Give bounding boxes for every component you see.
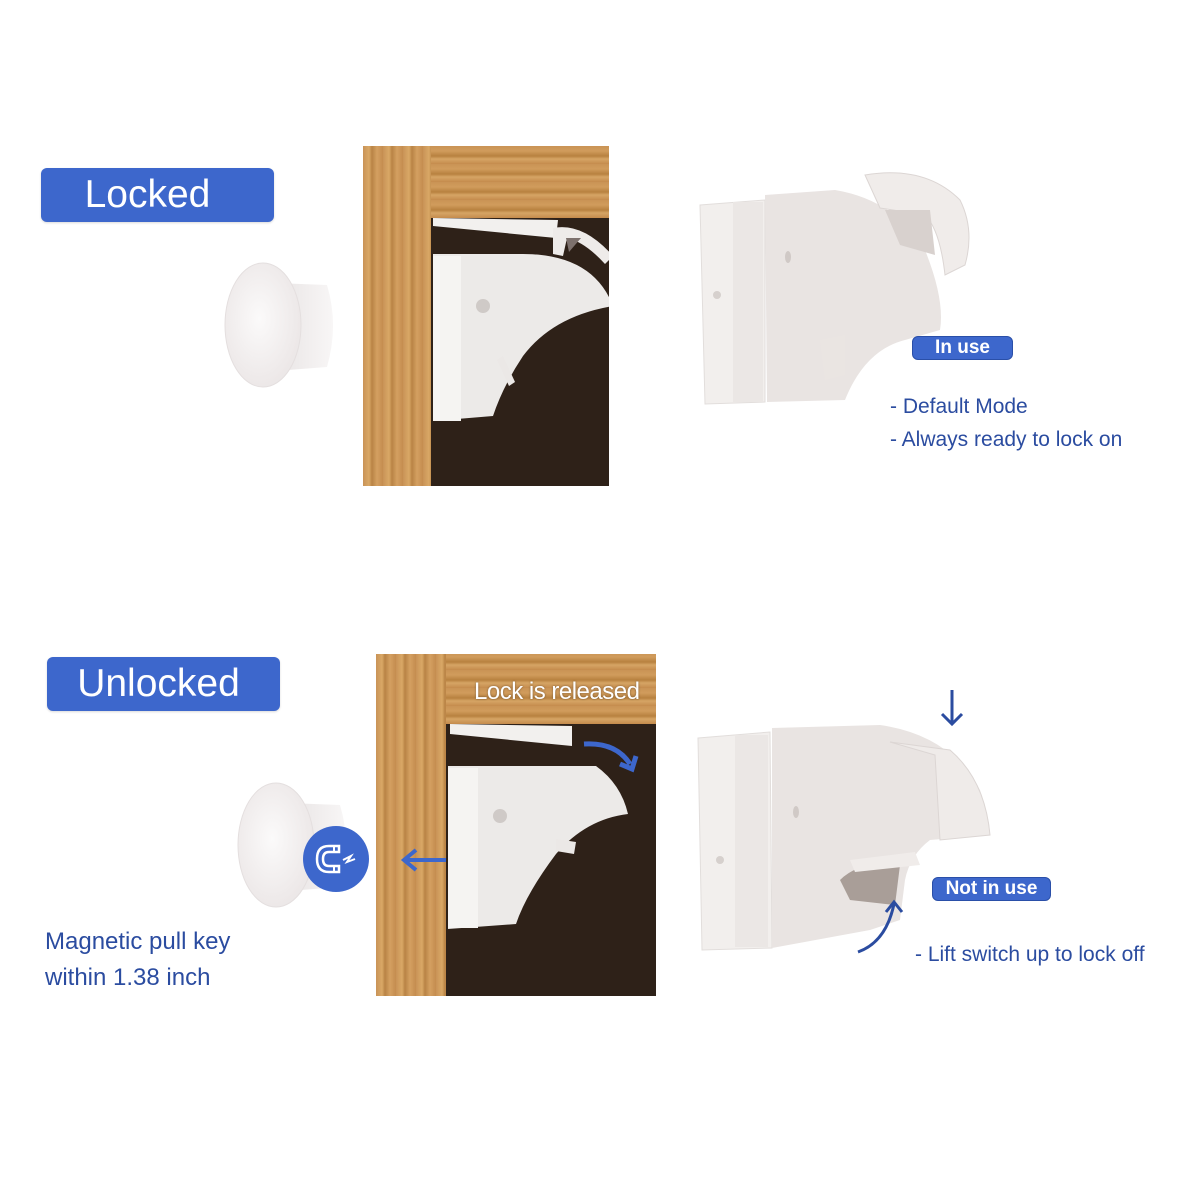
locked-label-text: Locked (84, 173, 211, 216)
in-use-tag-text: In use (935, 337, 990, 358)
key-caption-line2: within 1.38 inch (45, 964, 211, 991)
curved-arrow-up-icon (857, 903, 896, 954)
unlocked-notes: - Lift switch up to lock off (915, 938, 1145, 971)
magnet-icon (303, 826, 369, 892)
curved-arrow-down-icon (583, 741, 633, 766)
note-default-mode: - Default Mode (890, 395, 1028, 418)
unlocked-label-text: Unlocked (77, 662, 240, 705)
not-in-use-tag-text: Not in use (945, 878, 1038, 899)
magnetic-key-image (224, 262, 333, 388)
latch-in-use-image (699, 172, 970, 405)
locked-notes: - Default Mode - Always ready to lock on (890, 390, 1122, 456)
locked-cabinet-photo (363, 146, 609, 486)
not-in-use-tag: Not in use (932, 877, 1051, 901)
key-caption: Magnetic pull key within 1.38 inch (45, 924, 230, 996)
unlocked-cabinet-photo: Lock is released (376, 654, 656, 996)
latch-not-in-use-image (697, 690, 991, 954)
in-use-tag: In use (912, 336, 1013, 360)
note-always-ready: - Always ready to lock on (890, 428, 1123, 451)
unlocked-label: Unlocked (47, 657, 280, 711)
key-caption-line1: Magnetic pull key (45, 928, 231, 955)
lock-released-caption: Lock is released (474, 678, 640, 705)
locked-label: Locked (41, 168, 274, 222)
note-lift-switch: - Lift switch up to lock off (915, 943, 1145, 966)
